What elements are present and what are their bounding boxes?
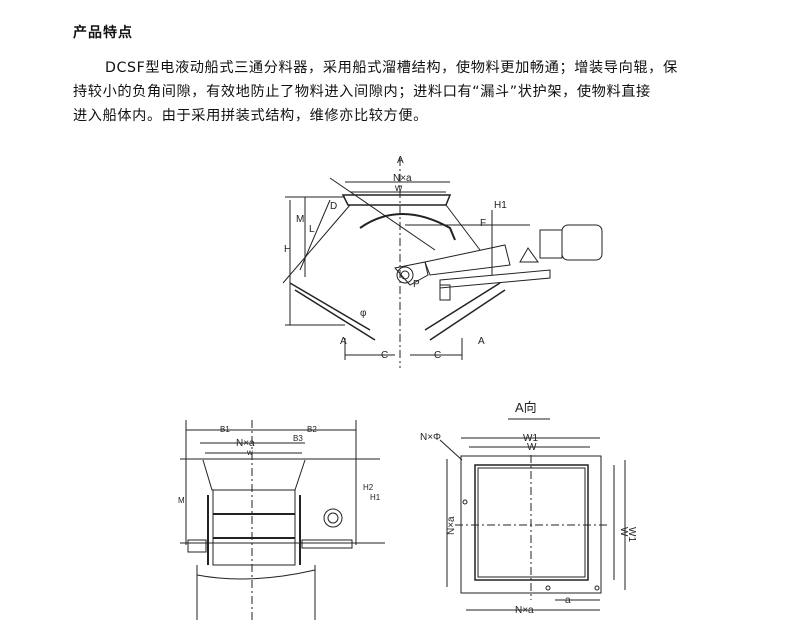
a-view-labels: A向 N×Φ W1 W N×a W W1 N×a a (420, 400, 637, 616)
label-c-left: C (381, 350, 388, 361)
label-a-left: A (340, 336, 347, 347)
label-w: w (394, 183, 403, 194)
description-line: DCSF型电液动船式三通分料器，采用船式溜槽结构，使物料更加畅通；增装导向辊，保 (105, 60, 678, 76)
label-w-top: W (527, 442, 537, 453)
side-view-drawing (282, 158, 603, 368)
label-arrow-a: A (397, 155, 404, 166)
label-phi: φ (360, 308, 367, 319)
label-a-right: A (478, 336, 485, 347)
description-line: 持较小的负角间隙，有效地防止了物料进入间隙内；进料口有“漏斗”状护架，使物料直接 (73, 84, 651, 100)
label-b2: B2 (307, 425, 317, 434)
label-nxa-bottom: N×a (515, 605, 534, 616)
label-nxa: N×a (393, 173, 412, 184)
label-nphi: N×Φ (420, 432, 441, 443)
label-h1: H1 (370, 493, 381, 502)
label-nxa-left: N×a (446, 516, 457, 535)
label-p: P (413, 279, 420, 290)
side-view-labels: A N×a w D M L H H1 F P φ A A C C (284, 155, 507, 361)
label-l: L (309, 224, 315, 235)
description-paragraph: DCSF型电液动船式三通分料器，采用船式溜槽结构，使物料更加畅通；增装导向辊，保… (73, 56, 773, 128)
description-line: 进入船体内。由于采用拼装式结构，维修亦比较方便。 (73, 108, 428, 124)
label-a: a (565, 595, 571, 606)
label-h2: H2 (363, 483, 374, 492)
label-m: M (178, 496, 185, 505)
a-view-title: A向 (515, 400, 537, 415)
section-title: 产品特点 (73, 25, 133, 41)
label-h1: H1 (494, 200, 507, 211)
label-d: D (330, 201, 337, 212)
a-view-drawing (439, 418, 626, 611)
label-w-right: W (618, 527, 629, 537)
label-w: w (246, 448, 253, 457)
label-m: M (296, 214, 304, 225)
label-c-right: C (434, 350, 441, 361)
label-nxa: N×a (236, 438, 255, 449)
label-w1-right: W1 (626, 527, 637, 542)
label-b3: B3 (293, 434, 303, 443)
front-view-labels: B1 B2 B3 N×a w M H2 H1 (178, 425, 381, 505)
label-b1: B1 (220, 425, 230, 434)
front-view-drawing (180, 420, 385, 620)
label-w1-top: W1 (523, 433, 538, 444)
label-h: H (284, 244, 291, 255)
label-f: F (480, 218, 486, 229)
